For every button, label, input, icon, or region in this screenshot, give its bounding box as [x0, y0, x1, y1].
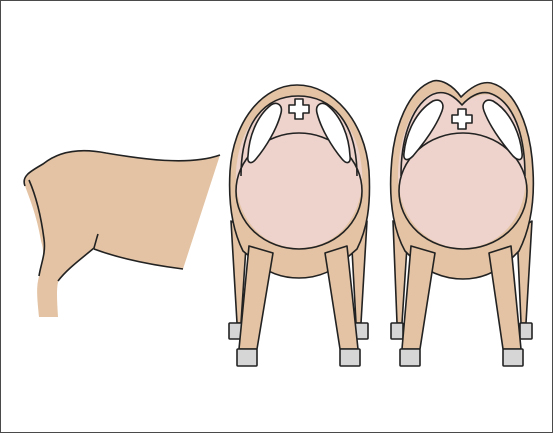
- rear2-front-hoof-right: [503, 349, 523, 366]
- side-body-shape: [24, 151, 220, 317]
- rear2-front-leg-left: [402, 246, 435, 349]
- rear1-front-hoof-right: [340, 349, 360, 366]
- rear-view-wide: [391, 81, 534, 366]
- rear2-front-hoof-left: [400, 349, 420, 366]
- rear2-back-hoof-left: [391, 323, 403, 339]
- rear2-front-leg-right: [489, 246, 521, 349]
- rear1-front-hoof-left: [237, 349, 257, 366]
- rear-view-narrow: [229, 85, 370, 366]
- side-view-body: [24, 151, 220, 317]
- rear2-back-hoof-right: [520, 323, 532, 339]
